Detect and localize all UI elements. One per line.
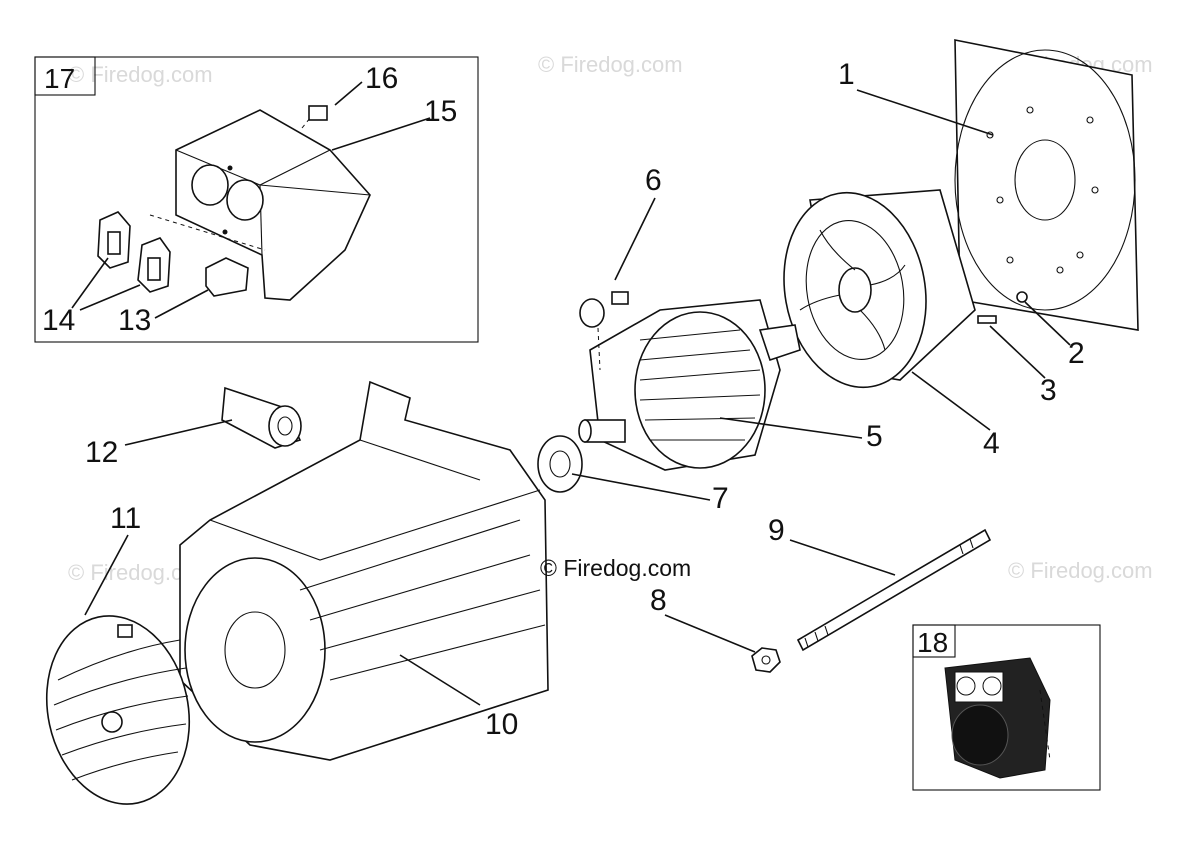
callout-3: 3 [1040,374,1057,407]
callout-16: 16 [365,62,398,95]
inset-18-frame [912,624,1101,791]
capacitor-part-12 [221,386,302,449]
watermark-faded-2: © Firedog.com [538,52,683,77]
callout-13: 13 [118,304,151,337]
assembled-panel-thumbnail [944,657,1051,779]
leader-11 [84,534,129,616]
callout-11: 11 [110,502,141,535]
brush-holder-part-6 [579,291,629,371]
callout-9: 9 [768,514,785,547]
watermark-faded-1: © Firedog.com [68,62,213,87]
callout-1: 1 [838,58,855,91]
inset-17-label-box [34,56,96,96]
inset-17-frame [34,56,479,343]
inset-18-label: 18 [917,627,948,658]
callout-2: 2 [1068,337,1085,370]
leader-4 [911,371,991,431]
leader-14b [79,284,141,311]
end-plate-part-1 [954,39,1139,331]
callout-10: 10 [485,708,518,741]
inset-17-label: 17 [44,63,75,94]
callout-6: 6 [645,164,662,197]
leader-7 [571,473,711,501]
outlet-part-14 [97,211,171,293]
bolt-part-3 [977,315,997,324]
leader-10 [399,654,481,706]
leader-1 [856,89,994,136]
inset-18: 18 [912,624,1101,791]
callout-4: 4 [983,427,1000,460]
leader-8 [664,614,756,653]
leader-16 [334,81,363,106]
bearing-part-7 [537,435,583,493]
leader-12 [124,419,233,446]
leader-5 [719,417,863,439]
leader-15 [331,117,431,151]
washer-part-2 [1016,291,1028,303]
inset-17: 17 16 15 [34,56,479,343]
callout-14: 14 [42,304,75,337]
grille-part-11 [45,615,191,805]
nut-part-8 [751,647,781,673]
callout-15: 15 [424,95,457,128]
watermark-faded-5: © Firedog.com [1008,558,1153,583]
callout-8: 8 [650,584,667,617]
watermark-primary: © Firedog.com [540,555,691,581]
leader-13 [154,289,209,319]
inset-18-label-box [912,624,956,658]
switch-part-16 [301,105,328,129]
cooling-fan-part-4 [783,189,976,389]
leader-14a [71,257,109,309]
callout-7: 7 [712,482,729,515]
bracket-part-13 [205,257,249,297]
callout-5: 5 [866,420,883,453]
tie-rod-part-9 [796,528,992,652]
control-panel-cover [149,109,371,301]
leader-6 [614,197,656,281]
leader-9 [789,539,896,576]
leader-3 [989,325,1046,379]
callout-12: 12 [85,436,118,469]
leader-2 [1024,301,1071,346]
rotor-stator-part-5 [578,299,801,471]
housing-part-10 [179,380,549,761]
